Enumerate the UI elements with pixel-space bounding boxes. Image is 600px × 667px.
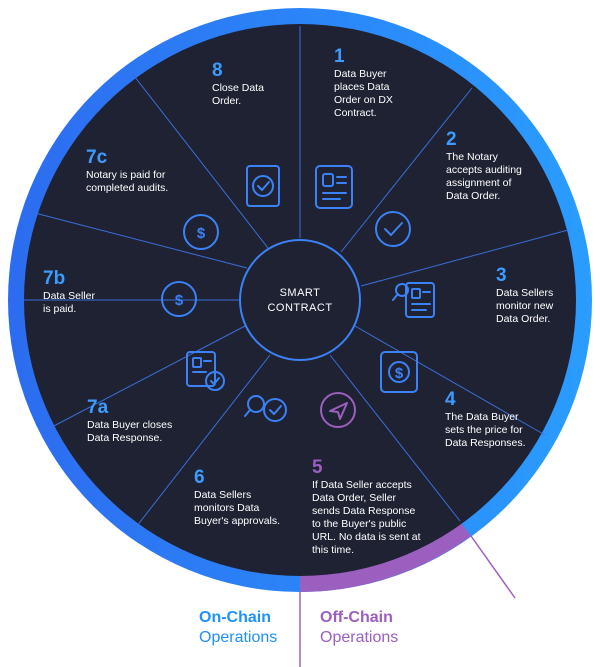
dollar-square-icon [380,351,418,393]
checkmark-circle-icon [375,211,411,247]
svg-text:$: $ [197,225,206,242]
step-number: 7c [86,147,108,168]
send-icon [320,392,356,428]
step-text: The Data Buyer sets the price for Data R… [445,411,526,449]
step-text: Data Buyer closes Data Response. [87,419,173,444]
on-chain-subtitle: Operations [199,629,278,646]
step-text: If Data Seller accepts Data Order, Selle… [312,479,421,556]
on-chain-title: On-Chain [199,609,271,626]
step-text: Data Buyer places Data Order on DX Contr… [334,68,393,119]
on-chain-legend: On-Chain Operations [199,608,277,648]
step-7a: 7a Data Buyer closes Data Response. [87,397,172,445]
step-7b: 7b Data Seller is paid. [43,268,95,316]
step-number: 2 [446,129,457,150]
step-text: Notary is paid for completed audits. [86,169,169,194]
svg-text:$: $ [395,365,404,382]
smart-contract-circle [239,239,361,361]
off-chain-title: Off-Chain [320,609,393,626]
step-text: Data Seller is paid. [43,290,95,315]
step-8: 8 Close Data Order. [212,60,264,108]
step-5: 5 If Data Seller accepts Data Order, Sel… [312,457,421,557]
smart-contract-label: SMART CONTRACT [267,287,333,314]
step-4: 4 The Data Buyer sets the price for Data… [445,389,526,450]
step-1: 1 Data Buyer places Data Order on DX Con… [334,46,393,120]
step-number: 7a [87,397,109,418]
search-id-card-icon [392,282,435,318]
step-text: The Notary accepts auditing assignment o… [446,151,522,202]
dollar-circle-icon [161,281,197,317]
svg-text:$: $ [175,292,184,309]
step-6: 6 Data Sellers monitors Data Buyer's app… [194,467,280,528]
step-text: Data Sellers monitors Data Buyer's appro… [194,489,281,527]
step-number: 4 [445,389,456,410]
off-chain-ring-segment [300,522,471,592]
search-check-icon [244,395,287,422]
off-chain-legend: Off-Chain Operations [320,608,398,648]
step-number: 1 [334,46,345,67]
id-card-icon [315,165,353,209]
off-chain-connectors [299,535,516,667]
sector-dividers [24,26,569,532]
step-number: 3 [496,265,507,286]
dollar-circle-icon [183,214,219,250]
checkmark-square-icon [246,165,280,207]
id-card-check-icon [186,351,225,391]
step-number: 7b [43,268,66,289]
step-number: 6 [194,467,205,488]
step-number: 5 [312,457,323,478]
off-chain-subtitle: Operations [320,629,399,646]
step-number: 8 [212,60,223,81]
step-2: 2 The Notary accepts auditing assignment… [446,129,522,203]
step-text: Data Sellers monitor new Data Order. [496,287,554,325]
step-7c: 7c Notary is paid for completed audits. [86,147,168,195]
step-3: 3 Data Sellers monitor new Data Order. [496,265,553,326]
step-text: Close Data Order. [212,82,264,107]
